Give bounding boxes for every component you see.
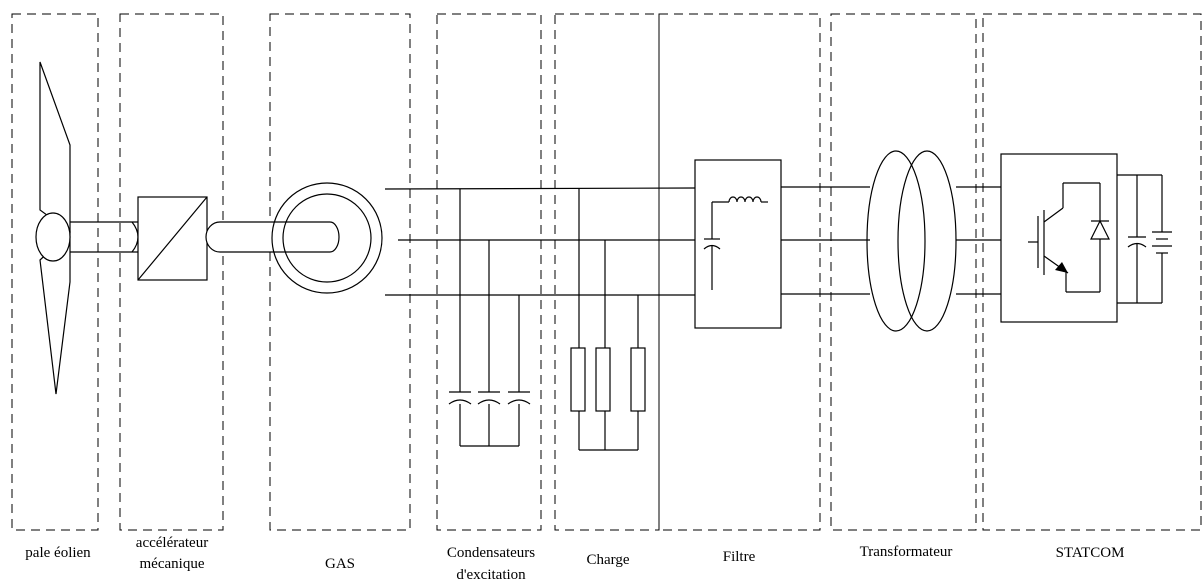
dc-capacitor-battery-icon	[1117, 174, 1172, 304]
low-speed-shaft	[70, 221, 139, 253]
label-charge: Charge	[586, 552, 629, 568]
gearbox-icon	[137, 196, 208, 281]
section-pale-box	[11, 13, 99, 531]
label-filtre: Filtre	[723, 549, 756, 565]
label-transformateur: Transformateur	[860, 544, 953, 560]
label-accelerateur: accélérateur	[136, 535, 208, 551]
transformer-icon	[866, 150, 957, 332]
label-excitation: d'excitation	[456, 567, 526, 583]
capacitor-bank-icon	[448, 189, 531, 447]
section-statcom-box	[982, 13, 1202, 531]
section-condensateurs-box	[436, 13, 542, 531]
label-mecanique: mécanique	[140, 556, 205, 572]
resistive-load-icon	[570, 188, 646, 451]
lc-filter-icon	[694, 159, 782, 329]
label-gas: GAS	[325, 556, 355, 572]
three-phase-bus	[384, 186, 1001, 296]
igbt-converter-icon	[1000, 153, 1118, 323]
section-accelerateur-box	[119, 13, 224, 531]
section-filtre-box	[658, 13, 821, 531]
section-charge-box	[554, 13, 660, 531]
label-condensateurs: Condensateurs	[447, 545, 535, 561]
wind-blade-icon	[35, 61, 71, 395]
asynchronous-generator-icon	[271, 182, 383, 294]
section-gas-box	[269, 13, 411, 531]
label-pale: pale éolien	[25, 545, 91, 561]
label-statcom: STATCOM	[1056, 545, 1125, 561]
